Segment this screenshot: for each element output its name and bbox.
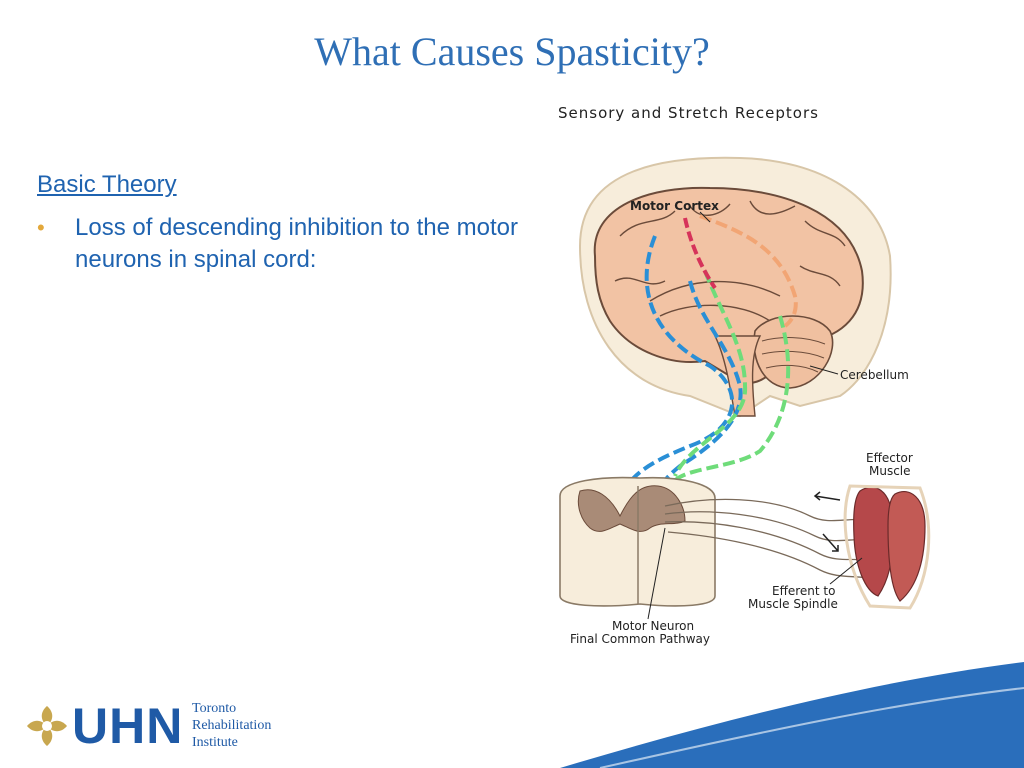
- diagram-svg: Sensory and Stretch Receptors: [558, 104, 931, 646]
- label-final-common-pathway: Final Common Pathway: [570, 632, 710, 646]
- institute-line-1: Toronto: [192, 701, 237, 716]
- uhn-logo: UHN Toronto Rehabilitation Institute: [24, 698, 324, 754]
- label-efferent-to: Efferent to: [772, 584, 835, 598]
- label-muscle-spindle: Muscle Spindle: [748, 597, 838, 611]
- afferent-arrow-icon: [813, 491, 841, 501]
- bullet-list: • Loss of descending inhibition to the m…: [37, 212, 537, 276]
- slide-title: What Causes Spasticity?: [314, 29, 710, 74]
- uhn-wordmark: UHN: [72, 698, 184, 754]
- label-cerebellum: Cerebellum: [840, 368, 909, 382]
- institute-line-3: Institute: [192, 735, 238, 750]
- pathway-blue-1: [621, 235, 734, 522]
- bullet-icon: •: [37, 215, 45, 240]
- label-muscle: Muscle: [869, 464, 911, 478]
- label-motor-cortex: Motor Cortex: [630, 199, 719, 213]
- uhn-emblem-icon: [27, 706, 67, 746]
- brain-folds: [614, 200, 846, 322]
- efferent-arrow-icon: [822, 533, 839, 552]
- effector-muscle: [843, 484, 931, 610]
- spinal-grey-matter: [577, 485, 686, 532]
- bullet-item: • Loss of descending inhibition to the m…: [37, 212, 537, 276]
- leader-cerebellum: [809, 365, 839, 375]
- leader-motor-cortex: [699, 211, 711, 223]
- leader-motor-neuron: [647, 527, 666, 620]
- label-effector: Effector: [866, 451, 913, 465]
- figure-title: Sensory and Stretch Receptors: [558, 104, 819, 122]
- footer-wave-svg: [560, 662, 1024, 768]
- label-motor-neuron: Motor Neuron: [612, 619, 694, 633]
- cerebellum-folds: [761, 337, 826, 373]
- institute-line-2: Rehabilitation: [192, 718, 272, 733]
- pathway-red: [683, 217, 717, 290]
- leader-efferent: [829, 557, 863, 585]
- footer-wave: [0, 640, 1024, 768]
- basic-theory-heading: Basic Theory: [37, 171, 177, 198]
- bullet-text: Loss of descending inhibition to the mot…: [75, 214, 518, 273]
- institute-name: Toronto Rehabilitation Institute: [192, 700, 271, 751]
- spasticity-diagram: Sensory and Stretch Receptors: [540, 96, 940, 656]
- pathway-green: [668, 270, 791, 492]
